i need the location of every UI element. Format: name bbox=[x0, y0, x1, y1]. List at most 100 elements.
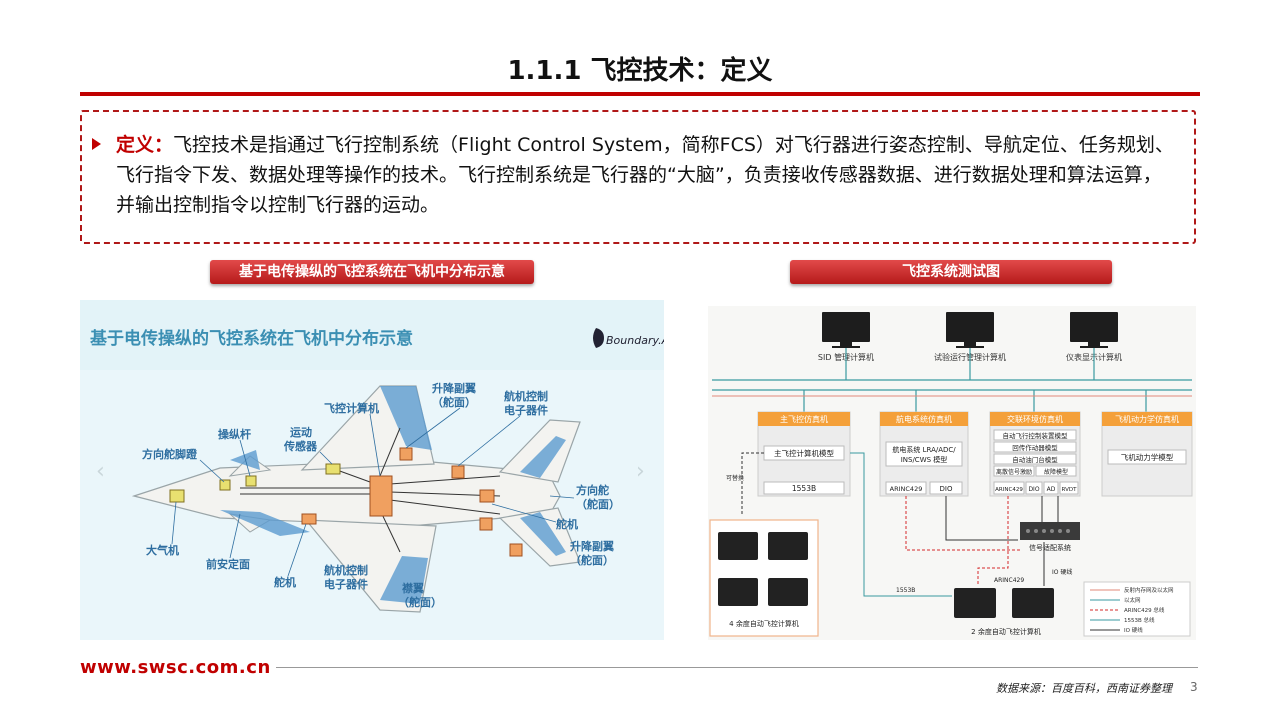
definition-box: 定义：飞控技术是指通过飞行控制系统（Flight Control System，… bbox=[80, 110, 1196, 244]
logo: Boundary.AI bbox=[593, 328, 664, 348]
label-elevator-bottom-2: （舵面） bbox=[570, 553, 614, 567]
module-avionics: 航电系统仿真机 航电系统 LRA/ADC/ INS/CWS 模型 ARINC42… bbox=[879, 411, 969, 497]
label-avionics-top-1: 航机控制 bbox=[504, 389, 548, 403]
label-motion-sensor-2: 传感器 bbox=[283, 439, 318, 453]
svg-text:DIO: DIO bbox=[940, 485, 953, 493]
legend: 反射内存网及以太网 以太网 ARINC429 总线 1553B 总线 IO 硬线 bbox=[1083, 581, 1191, 637]
svg-text:回传作动器模型: 回传作动器模型 bbox=[1012, 443, 1058, 452]
legend-item: ARINC429 总线 bbox=[1124, 606, 1165, 614]
svg-text:自动油门台模型: 自动油门台模型 bbox=[1012, 455, 1058, 464]
svg-text:交联环境仿真机: 交联环境仿真机 bbox=[1007, 414, 1063, 424]
slide-title: 1.1.1 飞控技术：定义 bbox=[507, 56, 773, 86]
fc2-group: 2 余度自动飞控计算机 bbox=[954, 588, 1054, 636]
svg-text:自动飞行控制装置模型: 自动飞行控制装置模型 bbox=[1003, 431, 1069, 440]
replaceable-label: 可替换 bbox=[726, 474, 744, 482]
network-buses bbox=[712, 348, 1192, 412]
label-stick: 操纵杆 bbox=[218, 427, 251, 441]
fc-unit-icon bbox=[768, 578, 808, 606]
io-bus-label: IO 硬线 bbox=[1052, 568, 1072, 576]
svg-text:故障模型: 故障模型 bbox=[1044, 468, 1068, 476]
motion-sensor-box bbox=[325, 463, 341, 475]
fc-unit-icon bbox=[718, 532, 758, 560]
title-underline bbox=[80, 92, 1200, 96]
page-number: 3 bbox=[1190, 680, 1198, 694]
bus-1553b-label: 1553B bbox=[896, 587, 915, 594]
fc-computer-box bbox=[369, 475, 393, 517]
module-title: 主飞控仿真机 bbox=[780, 414, 828, 424]
fc-unit-icon bbox=[1012, 588, 1054, 618]
data-source-note: 数据来源：百度百科，西南证券整理 bbox=[996, 682, 1172, 695]
svg-text:航电系统 LRA/ADC/: 航电系统 LRA/ADC/ bbox=[892, 445, 956, 454]
module-environment: 交联环境仿真机 自动飞行控制装置模型 回传作动器模型 自动油门台模型 离散信号激… bbox=[989, 411, 1081, 497]
monitor-icons bbox=[822, 312, 1118, 348]
legend-item: IO 硬线 bbox=[1124, 626, 1143, 634]
stick-box bbox=[245, 475, 257, 487]
monitor-icon bbox=[946, 312, 994, 342]
label-avionics-top-2: 电子器件 bbox=[504, 403, 548, 417]
svg-text:AD: AD bbox=[1047, 486, 1056, 493]
footer-website: www.swsc.com.cn bbox=[80, 657, 271, 678]
label-canard: 前安定面 bbox=[206, 557, 250, 571]
label-avionics-bottom-2: 电子器件 bbox=[324, 577, 368, 591]
svg-text:ARINC429: ARINC429 bbox=[890, 485, 923, 493]
prev-arrow-icon: ‹ bbox=[96, 459, 105, 484]
label-avionics-bottom-1: 航机控制 bbox=[324, 563, 368, 577]
svg-text:1553B: 1553B bbox=[792, 484, 816, 493]
legend-item: 反射内存网及以太网 bbox=[1124, 586, 1174, 594]
label-motion-sensor-1: 运动 bbox=[290, 425, 312, 439]
label-fc-computer: 飞控计算机 bbox=[324, 401, 379, 415]
label-elevator-top-1: 升降副翼 bbox=[432, 381, 476, 395]
logo-text: Boundary.AI bbox=[606, 334, 664, 347]
svg-text:RVDT: RVDT bbox=[1062, 487, 1078, 493]
aircraft-components bbox=[169, 447, 523, 557]
fc4-group: 4 余度自动飞控计算机 bbox=[709, 519, 819, 637]
legend-item: 1553B 总线 bbox=[1124, 616, 1155, 624]
label-rudder-pedal: 方向舵脚蹬 bbox=[142, 447, 198, 461]
svg-text:2 余度自动飞控计算机: 2 余度自动飞控计算机 bbox=[971, 627, 1041, 636]
definition-body: 飞控技术是指通过飞行控制系统（Flight Control System，简称F… bbox=[116, 134, 1174, 216]
figure-heading: 基于电传操纵的飞控系统在飞机中分布示意 bbox=[89, 328, 413, 349]
module-main-fc: 主飞控仿真机 主飞控计算机模型 1553B bbox=[757, 411, 851, 497]
label-elevator-bottom-1: 升降副翼 bbox=[570, 539, 614, 553]
label-leader-lines bbox=[171, 407, 575, 577]
definition-label: 定义： bbox=[116, 134, 174, 156]
label-flap-2: （舵面） bbox=[398, 595, 442, 609]
label-air-data: 大气机 bbox=[146, 543, 179, 557]
label-flap-1: 襟翼 bbox=[402, 581, 424, 595]
svg-text:航电系统仿真机: 航电系统仿真机 bbox=[896, 414, 952, 424]
fcs-test-diagram: SID 管理计算机 试验运行管理计算机 仪表显示计算机 主飞控仿真机 主飞控计算… bbox=[708, 306, 1196, 640]
svg-text:4 余度自动飞控计算机: 4 余度自动飞控计算机 bbox=[729, 619, 799, 628]
signal-adapter: 信号适配系统 bbox=[1020, 522, 1080, 552]
svg-text:飞机动力学模型: 飞机动力学模型 bbox=[1121, 452, 1174, 462]
definition-text-block: 定义：飞控技术是指通过飞行控制系统（Flight Control System，… bbox=[116, 130, 1176, 220]
next-arrow-icon: › bbox=[636, 459, 645, 484]
air-data-box bbox=[169, 489, 185, 503]
aircraft-labels: 方向舵脚蹬 操纵杆 运动 传感器 飞控计算机 升降副翼 （舵面） 航机控制 电子… bbox=[142, 381, 620, 609]
pedal-box bbox=[219, 479, 231, 491]
bullet-arrow-icon bbox=[92, 138, 101, 150]
fc-unit-icon bbox=[768, 532, 808, 560]
connection-lines bbox=[741, 452, 1059, 597]
svg-text:主飞控计算机模型: 主飞控计算机模型 bbox=[774, 448, 834, 458]
label-servo-right: 舵机 bbox=[556, 517, 578, 531]
label-rudder-1: 方向舵 bbox=[576, 483, 609, 497]
left-figure-caption: 基于电传操纵的飞控系统在飞机中分布示意 bbox=[210, 260, 534, 284]
arinc-label: ARINC429 bbox=[994, 577, 1024, 584]
svg-text:ARINC429: ARINC429 bbox=[995, 487, 1023, 493]
right-figure-caption: 飞控系统测试图 bbox=[790, 260, 1112, 284]
module-dynamics: 飞机动力学仿真机 飞机动力学模型 bbox=[1101, 411, 1193, 497]
svg-text:INS/CWS 模型: INS/CWS 模型 bbox=[901, 455, 948, 464]
fc-unit-icon bbox=[718, 578, 758, 606]
monitor-icon bbox=[822, 312, 870, 342]
label-rudder-2: （舵面） bbox=[576, 497, 620, 511]
label-aileron: 舵机 bbox=[274, 575, 296, 589]
svg-text:信号适配系统: 信号适配系统 bbox=[1029, 543, 1071, 552]
fc-unit-icon bbox=[954, 588, 996, 618]
aircraft-fcs-figure: 基于电传操纵的飞控系统在飞机中分布示意 Boundary.AI ‹ › bbox=[80, 300, 664, 640]
footer-divider bbox=[276, 667, 1198, 668]
svg-text:离散信号激励: 离散信号激励 bbox=[996, 468, 1032, 476]
label-elevator-top-2: （舵面） bbox=[432, 395, 476, 409]
figure-header-band bbox=[80, 300, 664, 370]
svg-text:飞机动力学仿真机: 飞机动力学仿真机 bbox=[1115, 414, 1179, 424]
legend-item: 以太网 bbox=[1124, 596, 1141, 604]
